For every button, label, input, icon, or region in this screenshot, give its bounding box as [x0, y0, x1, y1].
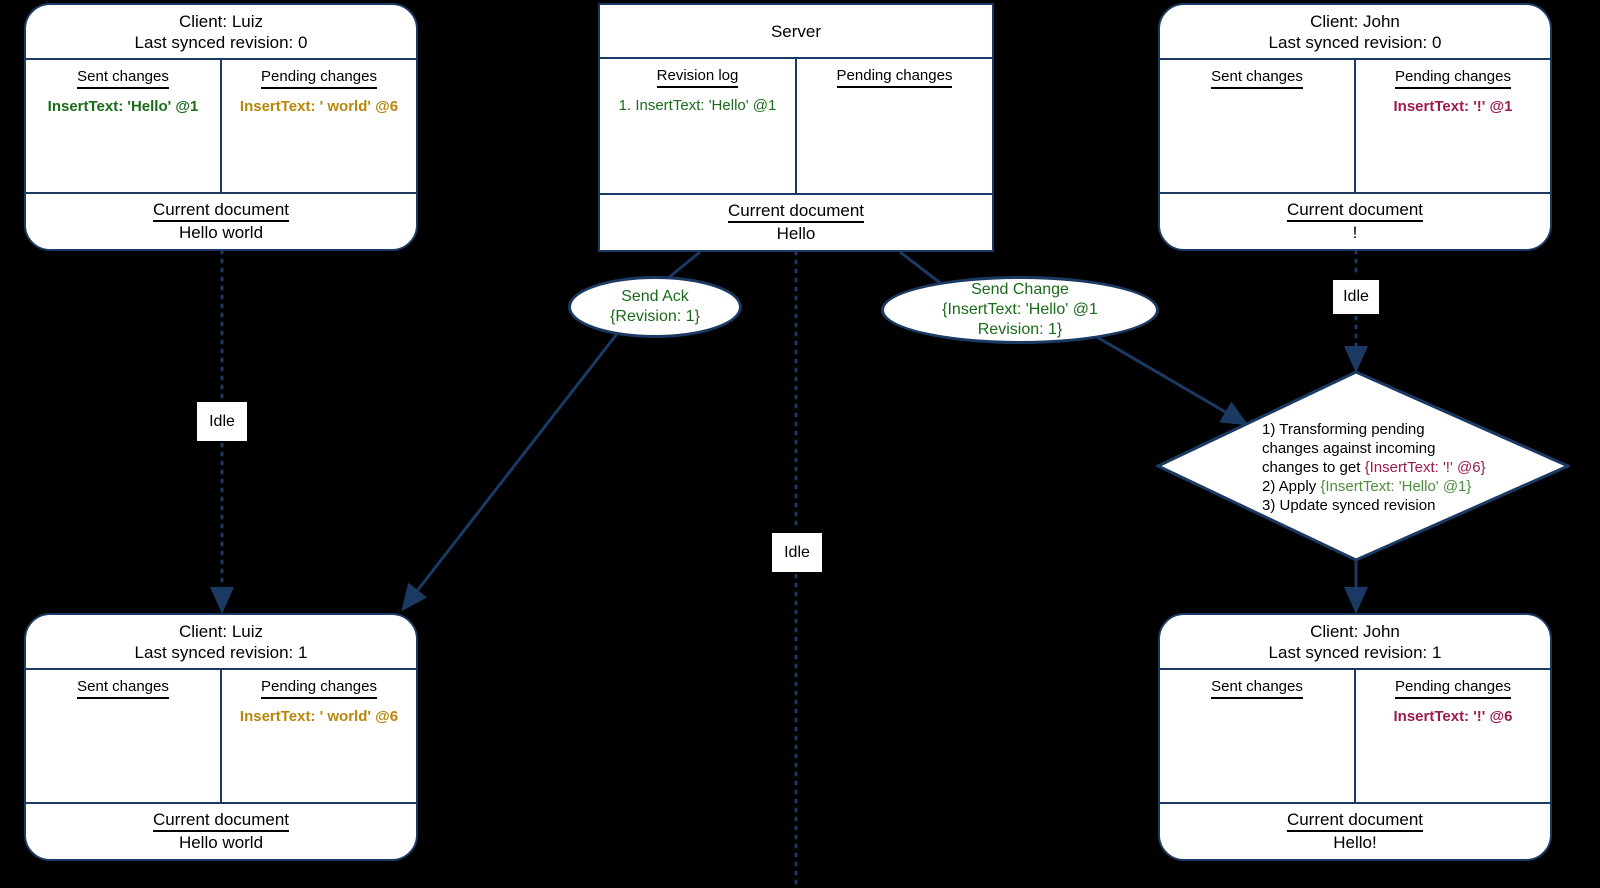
card-document: Current document Hello world	[26, 802, 416, 859]
decision-line-5: 3) Update synced revision	[1262, 497, 1436, 514]
card-document: Current document Hello	[600, 193, 992, 250]
column-header: Sent changes	[1160, 678, 1354, 699]
document-label: Current document	[30, 809, 412, 832]
decision-line-4-prefix: 2) Apply	[1262, 478, 1321, 495]
column-items: InsertText: '!' @6	[1356, 707, 1550, 727]
edge-send-ack-to-luiz	[401, 329, 622, 612]
decision-line-3: changes to get {InsertText: '!' @6}	[1262, 458, 1486, 477]
column-pending-changes: Pending changes	[795, 59, 992, 193]
column-sent-changes: Sent changes	[1160, 670, 1354, 802]
card-title: Client: John Last synced revision: 0	[1160, 5, 1550, 60]
column-header: Pending changes	[222, 68, 416, 89]
card-client-john-top[interactable]: Client: John Last synced revision: 0 Sen…	[1158, 3, 1552, 251]
card-document: Current document Hello world	[26, 192, 416, 249]
card-client-luiz-bottom[interactable]: Client: Luiz Last synced revision: 1 Sen…	[24, 613, 418, 861]
idle-state-server[interactable]: Idle	[770, 531, 824, 574]
idle-state-john[interactable]: Idle	[1331, 278, 1381, 316]
column-header: Sent changes	[26, 68, 220, 89]
column-header: Sent changes	[1160, 68, 1354, 89]
document-value: Hello!	[1333, 833, 1377, 852]
card-title: Client: John Last synced revision: 1	[1160, 615, 1550, 670]
change-entry: InsertText: '!' @6	[1393, 708, 1513, 725]
decision-line-4: 2) Apply {InsertText: 'Hello' @1}	[1262, 477, 1486, 496]
document-label: Current document	[604, 200, 988, 223]
change-entry: InsertText: 'Hello' @1	[47, 98, 199, 115]
document-value: Hello world	[178, 833, 264, 852]
column-sent-changes: Sent changes InsertText: 'Hello' @1	[26, 60, 220, 192]
decision-line-4-token: {InsertText: 'Hello' @1}	[1320, 478, 1472, 495]
message-send-ack[interactable]: Send Ack {Revision: 1}	[568, 276, 742, 338]
column-header: Pending changes	[797, 67, 992, 88]
document-label: Current document	[1164, 809, 1546, 832]
card-title: Client: Luiz Last synced revision: 0	[26, 5, 416, 60]
column-pending-changes: Pending changes InsertText: '!' @1	[1354, 60, 1550, 192]
card-columns: Sent changes Pending changes InsertText:…	[1160, 60, 1550, 192]
document-value: Hello	[776, 224, 816, 243]
column-pending-changes: Pending changes InsertText: ' world' @6	[220, 60, 416, 192]
message-send-change[interactable]: Send Change {InsertText: 'Hello' @1 Revi…	[881, 276, 1159, 344]
decision-line-3-token: {InsertText: '!' @6}	[1364, 459, 1486, 476]
column-header: Sent changes	[26, 678, 220, 699]
document-value: Hello world	[178, 223, 264, 242]
column-items: InsertText: ' world' @6	[222, 707, 416, 727]
decision-line-3-prefix: changes to get	[1262, 459, 1365, 476]
column-sent-changes: Sent changes	[26, 670, 220, 802]
decision-transform-node[interactable]: 1) Transforming pending changes against …	[1156, 370, 1570, 562]
card-columns: Sent changes Pending changes InsertText:…	[1160, 670, 1550, 802]
column-header: Revision log	[600, 67, 795, 88]
idle-state-luiz[interactable]: Idle	[195, 400, 249, 443]
card-columns: Revision log 1. InsertText: 'Hello' @1 P…	[600, 59, 992, 193]
column-sent-changes: Sent changes	[1160, 60, 1354, 192]
card-server-top[interactable]: Server Revision log 1. InsertText: 'Hell…	[598, 3, 994, 252]
column-revision-log: Revision log 1. InsertText: 'Hello' @1	[600, 59, 795, 193]
change-entry: InsertText: ' world' @6	[239, 708, 399, 725]
change-entry: InsertText: ' world' @6	[239, 98, 399, 115]
decision-line-1: 1) Transforming pending	[1262, 421, 1425, 438]
column-items: InsertText: 'Hello' @1	[26, 97, 220, 117]
column-pending-changes: Pending changes InsertText: ' world' @6	[220, 670, 416, 802]
column-items: InsertText: '!' @1	[1356, 97, 1550, 117]
edge-send-change-to-decision	[1089, 331, 1249, 426]
card-document: Current document !	[1160, 192, 1550, 249]
card-title: Client: Luiz Last synced revision: 1	[26, 615, 416, 670]
column-header: Pending changes	[1356, 678, 1550, 699]
column-items: 1. InsertText: 'Hello' @1	[600, 96, 795, 116]
column-pending-changes: Pending changes InsertText: '!' @6	[1354, 670, 1550, 802]
card-document: Current document Hello!	[1160, 802, 1550, 859]
revision-entry: 1. InsertText: 'Hello' @1	[618, 97, 777, 114]
document-value: !	[1352, 223, 1358, 242]
card-client-luiz-top[interactable]: Client: Luiz Last synced revision: 0 Sen…	[24, 3, 418, 251]
card-columns: Sent changes InsertText: 'Hello' @1 Pend…	[26, 60, 416, 192]
column-header: Pending changes	[222, 678, 416, 699]
diamond-shape	[1156, 370, 1570, 562]
document-label: Current document	[30, 199, 412, 222]
column-header: Pending changes	[1356, 68, 1550, 89]
document-label: Current document	[1164, 199, 1546, 222]
card-title: Server	[600, 5, 992, 59]
decision-line-2: changes against incoming	[1262, 440, 1436, 457]
decision-text: 1) Transforming pending changes against …	[1262, 420, 1486, 515]
column-items: InsertText: ' world' @6	[222, 97, 416, 117]
change-entry: InsertText: '!' @1	[1393, 98, 1513, 115]
card-client-john-bottom[interactable]: Client: John Last synced revision: 1 Sen…	[1158, 613, 1552, 861]
card-columns: Sent changes Pending changes InsertText:…	[26, 670, 416, 802]
